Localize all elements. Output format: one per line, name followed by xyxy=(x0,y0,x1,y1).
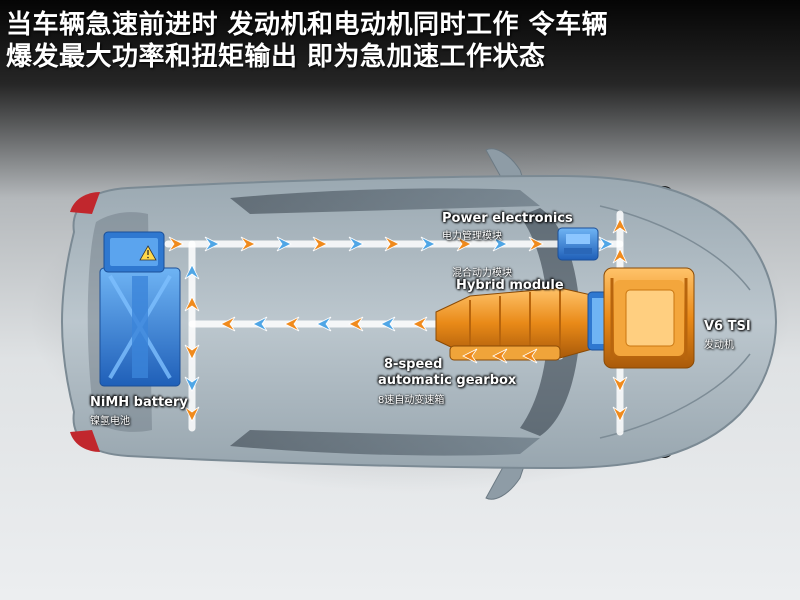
flow-arrow-middle xyxy=(316,316,332,332)
nimh-battery xyxy=(99,231,181,387)
tail-light-bottom xyxy=(70,430,100,452)
flow-arrow-front-vertical xyxy=(612,248,628,264)
flow-arrow-middle xyxy=(220,316,236,332)
hybrid-module-label: Hybrid module xyxy=(456,278,564,293)
flow-arrow-middle xyxy=(284,316,300,332)
flow-arrow-top xyxy=(528,236,544,252)
flow-arrows xyxy=(168,218,628,422)
flow-arrow-front-vertical xyxy=(612,218,628,234)
warning-triangle-icon xyxy=(139,245,157,261)
flow-arrow-middle xyxy=(380,316,396,332)
flow-arrow-top xyxy=(420,236,436,252)
flow-arrow-middle xyxy=(252,316,268,332)
flow-arrow-top xyxy=(240,236,256,252)
gearbox-label-line2: automatic gearbox xyxy=(378,373,517,388)
engine-label-zh: 发动机 xyxy=(704,340,734,351)
flow-arrow-top xyxy=(492,236,508,252)
flow-arrow-top xyxy=(348,236,364,252)
flow-arrow-top xyxy=(456,236,472,252)
battery-label-zh: 镍氢电池 xyxy=(90,416,130,427)
flow-arrow-top xyxy=(312,236,328,252)
flow-arrow-left-vertical xyxy=(184,376,200,392)
gearbox-label-line1: 8-speed xyxy=(384,357,443,372)
headline-line-1: 当车辆急速前进时 发动机和电动机同时工作 令车辆 xyxy=(6,10,609,40)
flow-arrow-front-vertical xyxy=(612,376,628,392)
power-electronics-label-zh: 电力管理模块 xyxy=(442,231,502,242)
power-electronics-label: Power electronics xyxy=(442,211,573,226)
flow-arrow-left-vertical xyxy=(184,296,200,312)
flow-arrow-left-vertical xyxy=(184,406,200,422)
flow-arrow-gearbox-shaft xyxy=(462,348,478,364)
flow-arrow-left-vertical xyxy=(184,344,200,360)
v6-tsi-engine xyxy=(603,267,695,369)
flow-arrow-top xyxy=(276,236,292,252)
flow-arrow-top xyxy=(168,236,184,252)
flow-arrow-middle xyxy=(348,316,364,332)
flow-arrow-top xyxy=(204,236,220,252)
flow-arrow-front-vertical xyxy=(612,406,628,422)
hybrid-module-label-zh: 混合动力模块 xyxy=(452,268,512,279)
side-window-bottom xyxy=(230,430,540,456)
battery-label: NiMH battery xyxy=(90,395,188,410)
side-window-top xyxy=(230,188,540,214)
flow-arrow-gearbox-shaft xyxy=(492,348,508,364)
power-electronics-module xyxy=(557,227,599,261)
flow-arrow-left-vertical xyxy=(184,264,200,280)
flow-arrow-gearbox-shaft xyxy=(522,348,538,364)
headline-line-2: 爆发最大功率和扭矩输出 即为急加速工作状态 xyxy=(6,42,546,72)
engine-label: V6 TSI xyxy=(704,319,751,334)
flow-arrow-top xyxy=(384,236,400,252)
tail-light-top xyxy=(70,192,100,214)
flow-arrow-middle xyxy=(412,316,428,332)
flow-arrow-pe-link xyxy=(598,236,614,252)
gearbox-label-zh: 8速自动变速箱 xyxy=(378,395,445,406)
